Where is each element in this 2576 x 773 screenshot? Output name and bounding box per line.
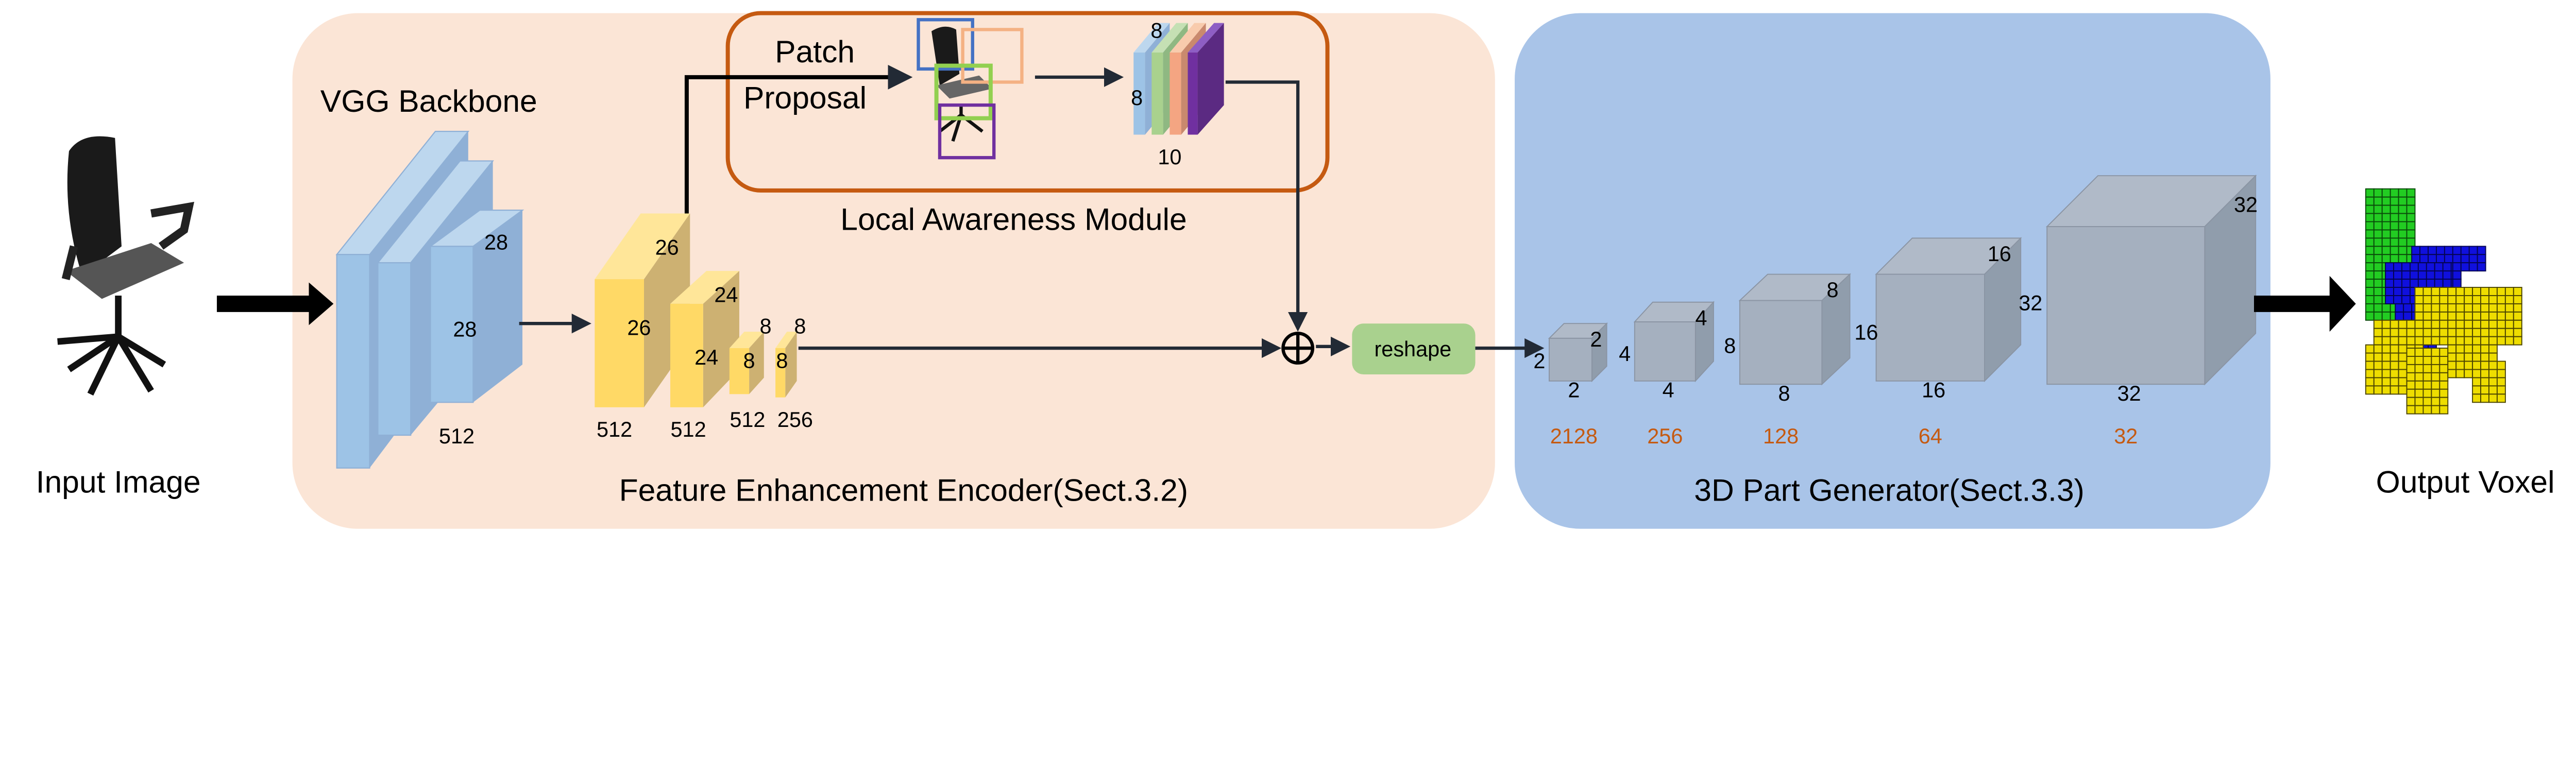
- output-voxel-image: [2365, 188, 2522, 415]
- patch-chair-image: [917, 18, 1024, 160]
- cube-dim-height: 4: [1619, 341, 1631, 366]
- module-to-sum-arrow: [1225, 80, 1308, 332]
- cube-dim-width: 2: [1568, 378, 1580, 402]
- block2-dim-top: 24: [714, 283, 738, 307]
- cube-channels: 32: [2114, 424, 2138, 448]
- vgg-layers: [335, 130, 524, 469]
- patch-box-base: [938, 103, 996, 160]
- cube-dim-depth: 16: [1988, 242, 2011, 266]
- sum-operator-icon: [1281, 332, 1315, 365]
- local-awareness-module-title: Local Awareness Module: [840, 201, 1187, 236]
- cube-3: 8 8 8 128: [1724, 273, 1851, 448]
- block3-channels: 512: [730, 407, 765, 432]
- patch-label: Patch: [775, 34, 855, 69]
- cube-channels: 64: [1919, 424, 1942, 448]
- block2-channels: 512: [671, 417, 706, 441]
- block3-dim-top: 8: [759, 314, 771, 338]
- cube-dim-height: 2: [1533, 349, 1545, 373]
- patch-proposal-arrow: [684, 64, 913, 214]
- cube-5: 32 32 32 32: [2019, 174, 2258, 448]
- cube-dim-height: 16: [1854, 320, 1878, 344]
- proposal-label: Proposal: [743, 80, 867, 115]
- patch-box-seat: [934, 63, 993, 121]
- encoder-panel: [292, 13, 1495, 529]
- reshape-box: [1352, 323, 1476, 375]
- input-label: Input Image: [36, 465, 201, 500]
- feature-dim-count: 10: [1158, 145, 1181, 169]
- block1-dim-side: 26: [627, 316, 651, 340]
- block4-dim-top: 8: [794, 314, 806, 338]
- input-chair-image: [57, 136, 194, 396]
- cube-dim-depth: 4: [1695, 305, 1707, 330]
- patch-box-back: [917, 18, 974, 71]
- cube-dim-height: 32: [2019, 291, 2042, 315]
- generator-title: 3D Part Generator(Sect.3.3): [1694, 473, 2084, 508]
- cube-2: 4 4 4 256: [1619, 301, 1715, 448]
- vgg-dim-side: 28: [453, 317, 477, 341]
- cube-dim-height: 8: [1724, 334, 1736, 358]
- vgg-backbone-label: VGG Backbone: [320, 83, 537, 118]
- cube-channels: 256: [1647, 424, 1683, 448]
- architecture-diagram: Input Image VGG Backbone 28 28 512 26 26…: [36, 11, 2555, 529]
- block2-dim-side: 24: [694, 345, 718, 369]
- cube-4: 16 16 16 64: [1854, 237, 2022, 448]
- part-feature-slabs: [1133, 23, 1224, 135]
- block3-dim-side: 8: [743, 348, 755, 372]
- vgg-dim-top: 28: [484, 230, 508, 254]
- encoder-title: Feature Enhancement Encoder(Sect.3.2): [619, 473, 1189, 508]
- block1-channels: 512: [597, 417, 632, 441]
- feature-dim-side: 8: [1131, 85, 1143, 110]
- reshape-label: reshape: [1374, 337, 1451, 361]
- output-arrow: [2253, 276, 2356, 332]
- cube-dim-depth: 2: [1590, 327, 1602, 351]
- vgg-dim-channels: 512: [439, 424, 474, 448]
- cube-dim-width: 32: [2117, 381, 2141, 405]
- cube-channels: 128: [1763, 424, 1799, 448]
- input-arrow: [216, 282, 334, 325]
- block4-channels: 256: [777, 407, 813, 432]
- cube-channels: 2128: [1550, 424, 1598, 448]
- cube-dim-depth: 32: [2234, 192, 2258, 216]
- cube-dim-width: 8: [1778, 381, 1790, 405]
- feature-blocks: [595, 213, 797, 407]
- cube-dim-width: 16: [1922, 378, 1945, 402]
- cube-dim-depth: 8: [1827, 278, 1839, 302]
- local-awareness-module-box: [725, 11, 1330, 193]
- cube-dim-width: 4: [1663, 378, 1674, 402]
- block4-dim-side: 8: [776, 348, 788, 372]
- feature-dim-top: 8: [1150, 18, 1162, 42]
- output-label: Output Voxel: [2376, 465, 2555, 500]
- block1-dim-top: 26: [655, 235, 679, 259]
